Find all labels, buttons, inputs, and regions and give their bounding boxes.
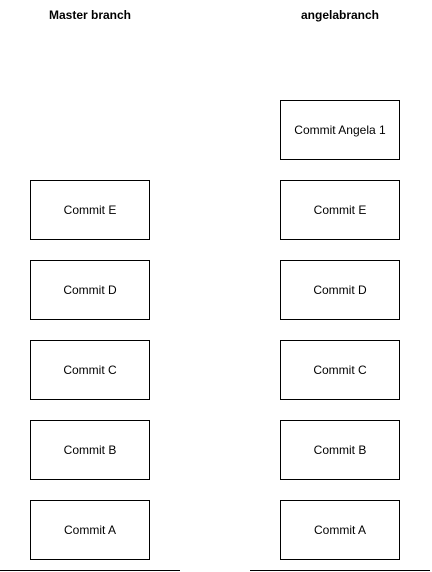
master-commit-b: Commit B: [30, 420, 150, 480]
master-commit-a: Commit A: [30, 500, 150, 560]
angela-commit-d: Commit D: [280, 260, 400, 320]
angela-commit-angela-1: Commit Angela 1: [280, 100, 400, 160]
master-baseline: [0, 570, 180, 571]
angela-baseline: [250, 570, 430, 571]
master-commit-c: Commit C: [30, 340, 150, 400]
angela-branch-title: angelabranch: [300, 8, 380, 22]
master-commit-d: Commit D: [30, 260, 150, 320]
angela-commit-e: Commit E: [280, 180, 400, 240]
master-commit-e: Commit E: [30, 180, 150, 240]
angela-commit-c: Commit C: [280, 340, 400, 400]
angela-commit-b: Commit B: [280, 420, 400, 480]
angela-commit-a: Commit A: [280, 500, 400, 560]
master-branch-title: Master branch: [48, 8, 132, 22]
